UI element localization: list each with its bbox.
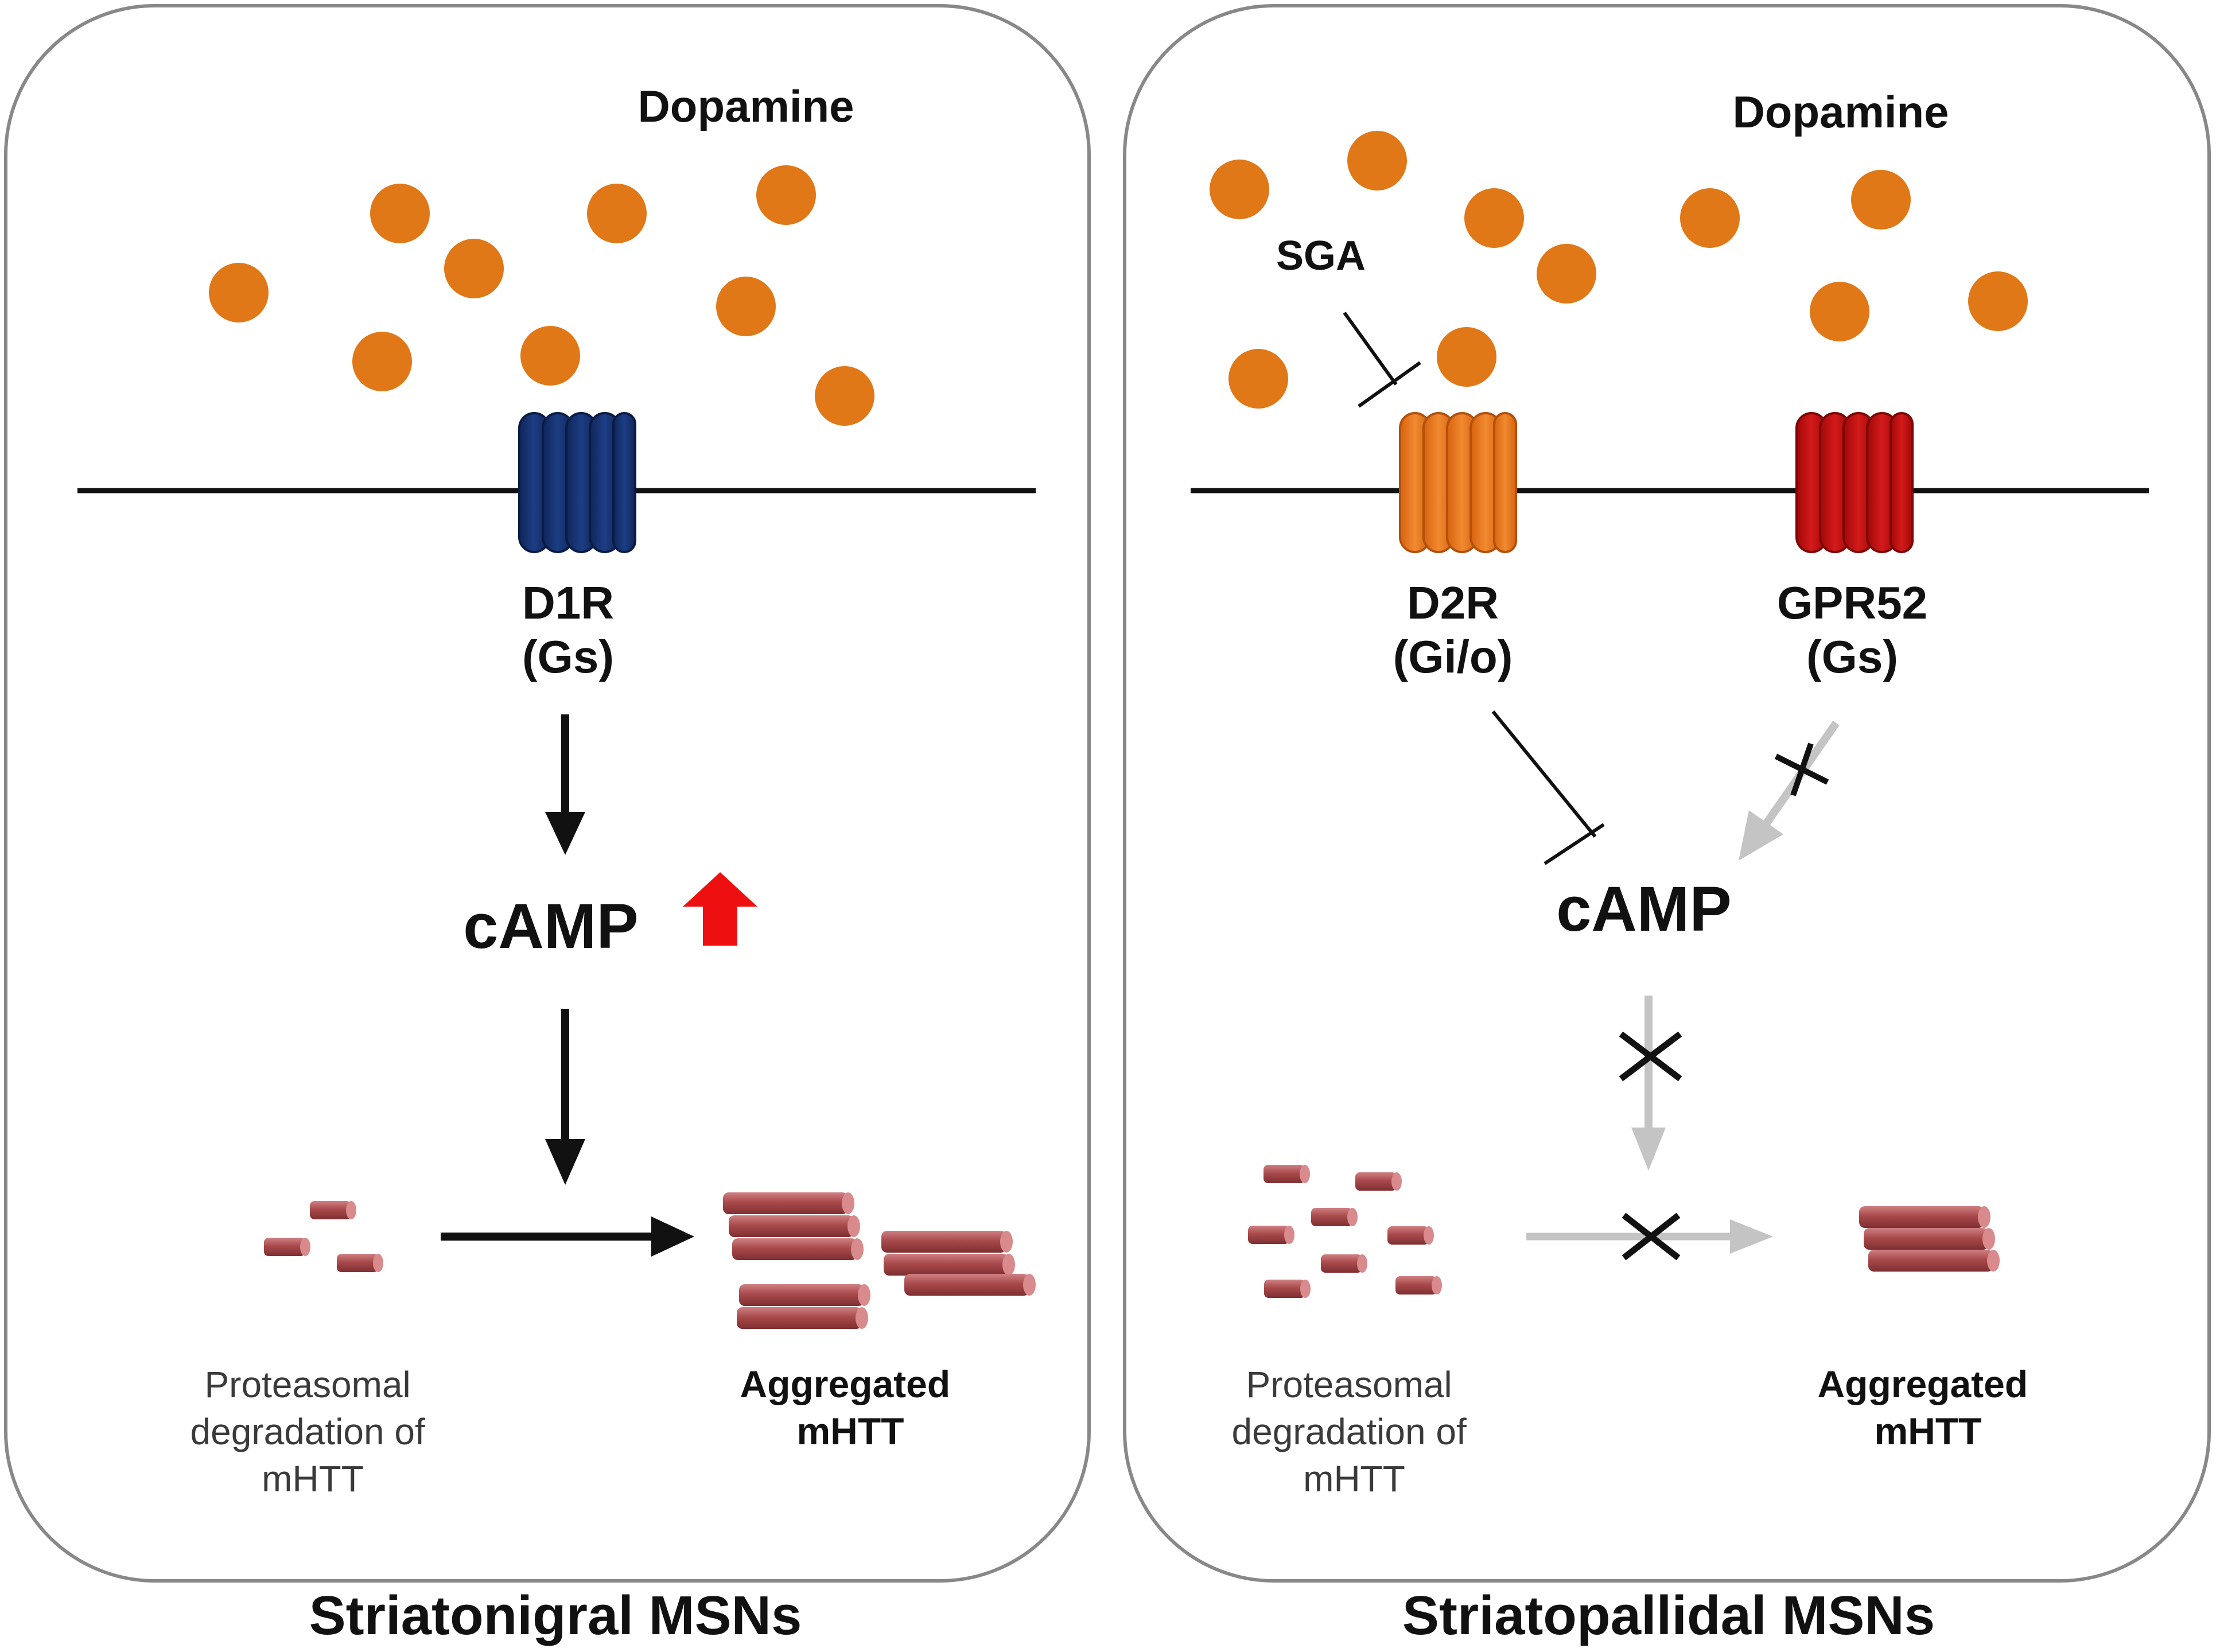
mhtt-rod-icon <box>723 1192 854 1214</box>
sga-inhibition-icon <box>1343 312 1421 408</box>
left-degradation-label: Proteasomal degradation of mHTT <box>191 1364 436 1499</box>
dopamine-molecule <box>209 263 269 322</box>
mhtt-fragment-icon <box>1387 1226 1434 1245</box>
right-aggregated-label: Aggregated mHTT <box>1817 1363 2038 1452</box>
d2r-inhibition-icon <box>1491 710 1605 865</box>
degradation-line: mHTT <box>1303 1458 1405 1499</box>
x-cross-icon <box>1774 743 1829 796</box>
dopamine-molecule <box>1680 188 1740 248</box>
aggregated-line: Aggregated <box>1817 1363 2028 1405</box>
d2r-receptor-icon <box>1399 412 1517 553</box>
right-degradation-label: Proteasomal degradation of mHTT <box>1232 1364 1477 1499</box>
red-up-arrow-icon <box>683 872 757 946</box>
right-camp-downstream-arrow <box>1631 996 1666 1171</box>
dopamine-molecule <box>1537 244 1596 304</box>
mhtt-rod-icon <box>729 1215 860 1237</box>
dopamine-molecule <box>1228 349 1288 409</box>
left-dopamine-molecules <box>209 165 874 426</box>
mhtt-fragment-icon <box>1395 1276 1442 1295</box>
d1r-receptor-icon <box>518 412 636 553</box>
mhtt-fragment-icon <box>337 1254 383 1272</box>
aggregated-line: mHTT <box>1875 1410 1982 1452</box>
mhtt-fragment-icon <box>1248 1226 1294 1244</box>
dopamine-molecule <box>756 165 816 225</box>
d1r-name: D1R <box>522 577 614 628</box>
mhtt-rod-icon <box>1859 1206 1990 1228</box>
right-mhtt-aggregate <box>1859 1206 2000 1272</box>
dopamine-molecule <box>1210 160 1269 219</box>
dopamine-molecule <box>520 326 580 386</box>
degradation-line: Proteasomal <box>1246 1364 1452 1405</box>
dopamine-molecule <box>1968 271 2028 331</box>
left-dopamine-label: Dopamine <box>637 81 854 131</box>
x-cross-icon <box>1622 1212 1681 1261</box>
left-mhtt-aggregate <box>723 1192 1036 1329</box>
mhtt-fragment-icon <box>1321 1254 1367 1273</box>
camp-downstream-arrow <box>545 1009 585 1185</box>
dopamine-molecule <box>1810 282 1869 341</box>
degradation-line: Proteasomal <box>204 1364 410 1405</box>
d2r-name: D2R <box>1407 577 1499 628</box>
dopamine-molecule <box>370 184 430 243</box>
right-aggregation-arrow <box>1526 1219 1773 1254</box>
d1r-coupling: (Gs) <box>522 631 614 682</box>
left-camp-label: cAMP <box>463 891 639 962</box>
dopamine-molecule <box>1851 170 1911 230</box>
d2r-coupling: (Gi/o) <box>1393 631 1513 682</box>
right-dopamine-molecules <box>1210 131 2028 409</box>
dopamine-molecule <box>587 184 647 243</box>
gpr52-coupling: (Gs) <box>1806 631 1898 682</box>
mhtt-rod-icon <box>904 1274 1036 1296</box>
right-mhtt-fragments <box>1248 1165 1442 1298</box>
dopamine-molecule <box>815 366 874 426</box>
mhtt-rod-icon <box>737 1307 868 1329</box>
mhtt-fragment-icon <box>1355 1172 1402 1191</box>
dopamine-molecule <box>716 277 776 336</box>
aggregated-line: Aggregated <box>740 1363 950 1405</box>
mhtt-rod-icon <box>881 1231 1013 1253</box>
degradation-line: mHTT <box>262 1458 364 1499</box>
degradation-line: degradation of <box>191 1411 425 1452</box>
dopamine-molecule <box>1437 327 1496 387</box>
left-panel-caption: Striatonigral MSNs <box>309 1585 802 1646</box>
mhtt-rod-icon <box>884 1254 1015 1276</box>
right-panel-caption: Striatopallidal MSNs <box>1402 1585 1935 1646</box>
mhtt-rod-icon <box>1864 1228 1995 1250</box>
aggregated-line: mHTT <box>797 1410 904 1452</box>
right-panel: Dopamine SGA <box>1123 4 2211 1583</box>
mhtt-fragment-icon <box>1311 1208 1358 1226</box>
mhtt-rod-icon <box>1868 1250 2000 1272</box>
x-cross-icon <box>1619 1031 1682 1082</box>
mhtt-fragment-icon <box>310 1201 356 1219</box>
mhtt-fragment-icon <box>264 1238 310 1256</box>
left-panel-border <box>4 4 1091 1583</box>
left-mhtt-fragments <box>264 1201 383 1272</box>
dopamine-molecule <box>1464 188 1524 248</box>
left-aggregation-arrow <box>441 1216 694 1257</box>
d1r-to-camp-arrow <box>545 714 585 855</box>
gpr52-receptor-icon <box>1795 412 1914 553</box>
mhtt-fragment-icon <box>1264 1280 1311 1298</box>
degradation-line: degradation of <box>1232 1411 1467 1452</box>
right-camp-label: cAMP <box>1556 874 1732 944</box>
dopamine-molecule <box>1347 131 1407 191</box>
mhtt-rod-icon <box>732 1238 864 1260</box>
dopamine-molecule <box>444 239 504 298</box>
left-aggregated-label: Aggregated mHTT <box>740 1363 961 1452</box>
dopamine-molecule <box>352 332 412 391</box>
left-panel: Dopamine D1R (Gs) cAMP <box>4 4 1091 1583</box>
sga-label: SGA <box>1276 233 1366 279</box>
mhtt-rod-icon <box>739 1284 870 1306</box>
right-dopamine-label: Dopamine <box>1732 87 1949 137</box>
mhtt-fragment-icon <box>1263 1165 1310 1183</box>
gpr52-name: GPR52 <box>1777 577 1927 628</box>
